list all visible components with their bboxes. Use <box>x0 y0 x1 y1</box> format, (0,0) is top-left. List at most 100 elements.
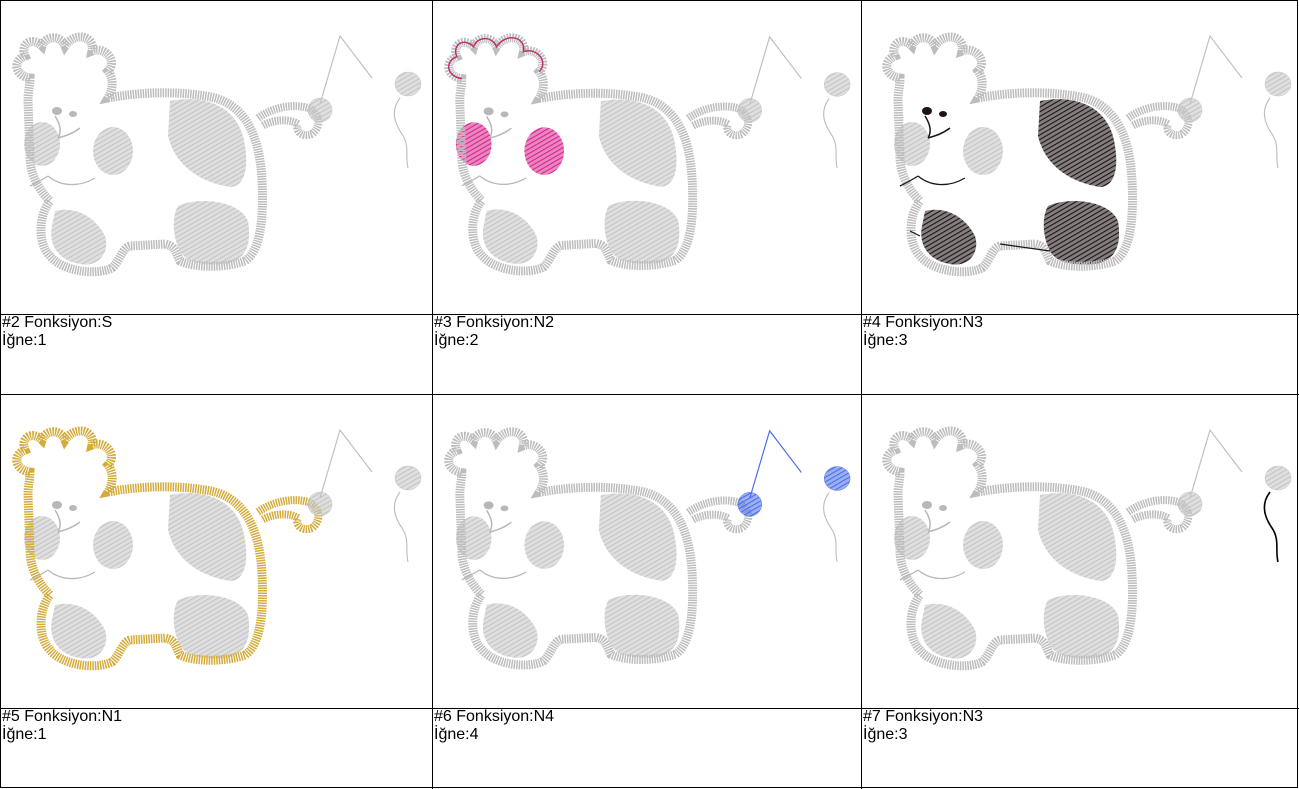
cow-face <box>485 115 512 139</box>
balloon-string <box>319 34 373 105</box>
needle-label: İğne:4 <box>434 726 479 743</box>
balloon <box>1177 97 1203 123</box>
cow-spot <box>1038 99 1117 187</box>
cow-embroidery-preview <box>861 0 1299 314</box>
cow-eye <box>939 505 947 511</box>
balloon <box>1264 71 1292 97</box>
cow-spot <box>1043 595 1120 659</box>
preview-cell: #7 Fonksiyon:N3 İğne:3 <box>861 394 1299 789</box>
cow-embroidery-preview <box>0 394 432 708</box>
preview-cell: #3 Fonksiyon:N2 İğne:2 <box>432 0 861 394</box>
function-label: #2 Fonksiyon:S <box>2 314 113 331</box>
dangling-string <box>1263 491 1279 563</box>
cell-caption: #6 Fonksiyon:N4 İğne:4 <box>432 708 861 744</box>
balloon <box>394 71 422 97</box>
cow-eye <box>52 107 62 115</box>
cow-embroidery-preview <box>432 394 861 708</box>
cow-face <box>54 115 81 139</box>
cow-eye <box>922 107 932 115</box>
needle-label: İğne:3 <box>863 726 908 743</box>
cow-eye <box>500 505 509 512</box>
cow-spot <box>921 603 977 659</box>
cow-embroidery-preview <box>432 0 861 314</box>
balloon <box>1264 465 1292 491</box>
cow-spot <box>598 99 677 187</box>
cow-drawing <box>444 33 851 276</box>
balloon <box>824 466 851 491</box>
cow-spot <box>604 200 680 264</box>
cow-spot <box>1038 493 1117 581</box>
balloon-string <box>319 428 373 499</box>
dangling-string <box>823 98 838 169</box>
cow-cheek <box>963 127 1003 175</box>
cow-eye <box>483 107 494 116</box>
cow-cheek <box>93 127 133 175</box>
cow-spot <box>168 493 247 581</box>
balloon <box>307 97 333 123</box>
cow-face <box>485 509 512 533</box>
dangling-string <box>393 491 409 563</box>
needle-label: İğne:3 <box>863 332 908 349</box>
cow-spot <box>598 493 677 581</box>
cow-eye <box>939 111 947 117</box>
cow-spot <box>482 603 538 658</box>
cow-cheek <box>963 521 1003 569</box>
cow-eye <box>52 501 62 509</box>
balloon <box>1177 491 1203 517</box>
function-label: #5 Fonksiyon:N1 <box>2 708 123 725</box>
balloon-string <box>1189 34 1243 105</box>
cell-caption: #2 Fonksiyon:S İğne:1 <box>0 314 432 350</box>
cow-spot <box>604 594 680 658</box>
cell-caption: #5 Fonksiyon:N1 İğne:1 <box>0 708 432 744</box>
cow-face <box>924 115 951 139</box>
needle-label: İğne:1 <box>2 332 47 349</box>
cow-drawing <box>882 426 1292 671</box>
cow-spot <box>168 99 247 187</box>
cow-spot <box>1043 201 1120 265</box>
balloon <box>307 491 333 517</box>
cell-caption: #4 Fonksiyon:N3 İğne:3 <box>861 314 1299 350</box>
preview-cell: #5 Fonksiyon:N1 İğne:1 <box>0 394 432 789</box>
dangling-string <box>393 97 409 169</box>
balloon <box>737 492 762 517</box>
cow-embroidery-preview <box>0 0 432 314</box>
preview-cell: #2 Fonksiyon:S İğne:1 <box>0 0 432 394</box>
cow-spot <box>173 595 250 659</box>
balloon <box>824 72 851 97</box>
cow-embroidery-preview <box>861 394 1299 708</box>
function-label: #3 Fonksiyon:N2 <box>434 314 555 331</box>
cow-spot <box>51 603 107 659</box>
cow-face <box>924 509 951 533</box>
function-label: #6 Fonksiyon:N4 <box>434 708 555 725</box>
dangling-string <box>1263 97 1279 169</box>
preview-cell: #4 Fonksiyon:N3 İğne:3 <box>861 0 1299 394</box>
cow-eye <box>922 501 932 509</box>
needle-label: İğne:1 <box>2 726 47 743</box>
cow-cheek <box>524 127 565 175</box>
cow-eye <box>69 505 77 511</box>
cow-cheek <box>93 521 133 569</box>
cow-cheek <box>524 521 565 569</box>
cow-eye <box>500 111 509 118</box>
dangling-string <box>823 492 838 563</box>
balloon <box>737 98 762 123</box>
cow-spot <box>173 201 250 265</box>
cow-spot <box>921 209 977 265</box>
needle-label: İğne:2 <box>434 332 479 349</box>
balloon <box>394 465 422 491</box>
function-label: #7 Fonksiyon:N3 <box>863 708 984 725</box>
cow-eye <box>483 501 494 510</box>
cow-spot <box>51 209 107 265</box>
cow-drawing <box>444 427 851 670</box>
cell-caption: #3 Fonksiyon:N2 İğne:2 <box>432 314 861 350</box>
cow-drawing <box>12 426 422 671</box>
cow-face <box>54 509 81 533</box>
balloon-string <box>749 429 802 499</box>
function-label: #4 Fonksiyon:N3 <box>863 314 984 331</box>
cow-spot <box>482 209 538 264</box>
preview-cell: #6 Fonksiyon:N4 İğne:4 <box>432 394 861 789</box>
cow-drawing <box>882 32 1292 277</box>
balloon-string <box>749 35 802 105</box>
balloon-string <box>1189 428 1243 499</box>
